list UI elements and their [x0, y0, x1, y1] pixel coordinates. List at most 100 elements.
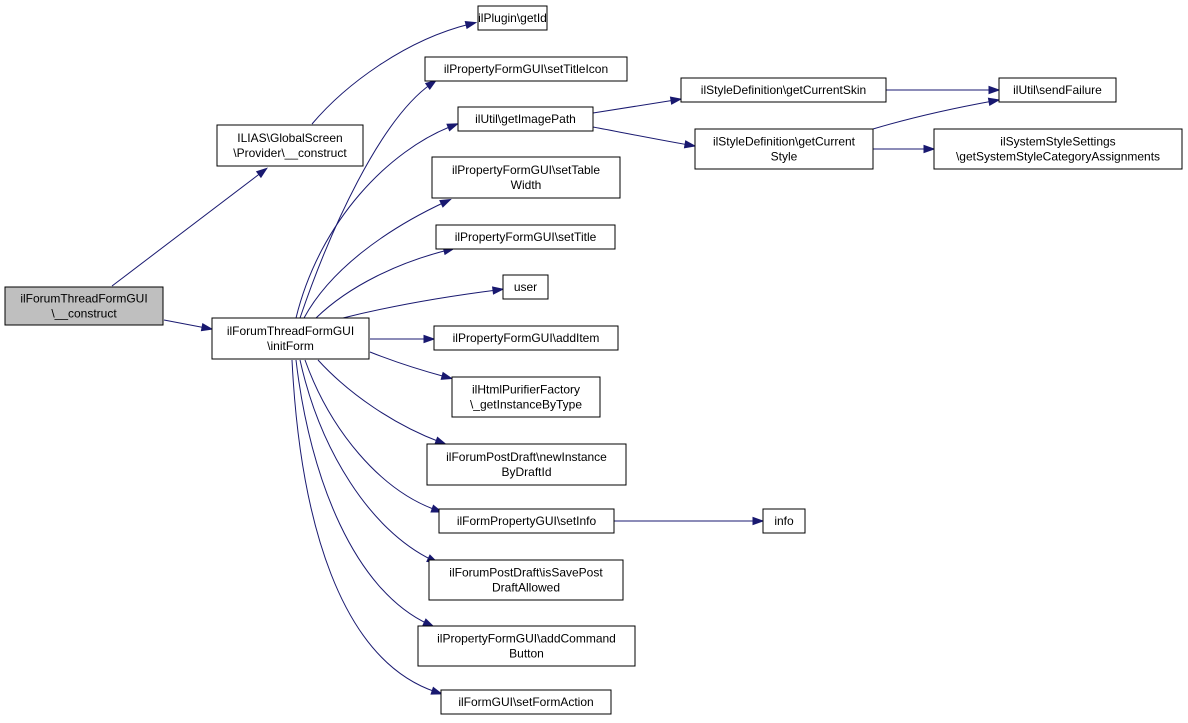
node-label: ilPropertyFormGUI\setTitleIcon [444, 62, 608, 76]
edge-getimagepath-to-getcurrentstyle [592, 126, 697, 149]
edge-getcurrentstyle-to-sendfailure [872, 97, 1001, 130]
node-plugin_getid[interactable]: ilPlugin\getId [477, 5, 548, 31]
arrowhead [446, 123, 460, 132]
node-box [998, 77, 1117, 103]
node-globalscreen_construct[interactable]: ILIAS\GlobalScreen\Provider\__construct [216, 124, 364, 167]
arrowhead [200, 323, 214, 332]
node-setinfo[interactable]: ilFormPropertyGUI\setInfo [438, 508, 615, 534]
node-label: \_getInstanceByType [470, 398, 582, 412]
edge-initform-to-user [342, 286, 505, 319]
node-sendfailure[interactable]: ilUtil\sendFailure [998, 77, 1117, 103]
node-label: ilPropertyFormGUI\addCommand [437, 632, 616, 646]
edge-line [295, 359, 429, 625]
edge-globalscreen_construct-to-plugin_getid [311, 20, 478, 125]
node-user[interactable]: user [502, 274, 549, 300]
edge-initform-to-additem [370, 334, 436, 344]
edge-forum_construct-to-initform [163, 319, 214, 332]
node-box [933, 128, 1183, 170]
node-label: ilSystemStyleSettings [1000, 135, 1115, 149]
node-additem[interactable]: ilPropertyFormGUI\addItem [433, 325, 619, 351]
node-label: ILIAS\GlobalScreen [237, 131, 342, 145]
node-forum_construct[interactable]: ilForumThreadFormGUI\__construct [4, 286, 164, 326]
arrowhead [464, 20, 478, 30]
node-label: user [514, 280, 537, 294]
node-settitleicon[interactable]: ilPropertyFormGUI\setTitleIcon [424, 56, 628, 82]
node-label: info [774, 514, 794, 528]
node-box [211, 317, 370, 360]
arrowhead [439, 198, 452, 208]
node-label: \initForm [267, 339, 314, 353]
node-label: ilForumThreadFormGUI [227, 324, 354, 338]
arrowhead [683, 140, 697, 149]
node-setformaction[interactable]: ilFormGUI\setFormAction [440, 689, 612, 715]
edges-layer [111, 20, 1001, 695]
node-box [426, 443, 627, 486]
node-box [216, 124, 364, 167]
arrowhead [669, 96, 683, 105]
arrowhead [434, 436, 448, 445]
node-label: ilUtil\getImagePath [475, 112, 576, 126]
node-label: ilPlugin\getId [478, 11, 547, 25]
edge-initform-to-addcommand [295, 359, 435, 628]
arrowhead [987, 97, 1001, 106]
arrowhead [422, 618, 435, 628]
node-label: ilStyleDefinition\getCurrent [713, 135, 856, 149]
node-label: ilPropertyFormGUI\addItem [453, 331, 600, 345]
edge-line [291, 359, 437, 693]
node-label: ilUtil\sendFailure [1013, 83, 1102, 97]
node-label: Width [511, 178, 542, 192]
edge-getcurrentskin-to-sendfailure [886, 85, 1001, 95]
node-info[interactable]: info [762, 508, 806, 534]
edge-line [295, 125, 453, 319]
node-label: \getSystemStyleCategoryAssignments [956, 150, 1160, 164]
node-label: ilForumThreadFormGUI [20, 292, 147, 306]
node-box [433, 325, 619, 351]
edge-getimagepath-to-getcurrentskin [592, 96, 683, 114]
node-box [417, 625, 636, 667]
node-getimagepath[interactable]: ilUtil\getImagePath [457, 106, 594, 132]
node-purifier[interactable]: ilHtmlPurifierFactory\_getInstanceByType [451, 376, 601, 418]
node-label: Button [509, 647, 544, 661]
node-syscat[interactable]: ilSystemStyleSettings\getSystemStyleCate… [933, 128, 1183, 170]
node-box [438, 508, 615, 534]
edge-setinfo-to-info [614, 516, 765, 526]
node-label: ilForumPostDraft\isSavePost [449, 566, 603, 580]
arrowhead [255, 167, 268, 179]
node-box [424, 56, 628, 82]
node-initform[interactable]: ilForumThreadFormGUI\initForm [211, 317, 370, 360]
arrowhead [492, 286, 505, 295]
node-box [440, 689, 612, 715]
node-label: ilFormPropertyGUI\setInfo [457, 514, 597, 528]
node-label: ByDraftId [501, 465, 551, 479]
node-getcurrentskin[interactable]: ilStyleDefinition\getCurrentSkin [680, 77, 887, 103]
node-box [502, 274, 549, 300]
node-settitle[interactable]: ilPropertyFormGUI\setTitle [435, 224, 616, 250]
edge-line [592, 126, 690, 146]
node-label: \Provider\__construct [233, 146, 347, 160]
node-box [435, 224, 616, 250]
arrowhead [752, 516, 765, 526]
node-label: ilPropertyFormGUI\setTitle [455, 230, 597, 244]
node-label: ilStyleDefinition\getCurrentSkin [701, 83, 866, 97]
edge-line [111, 171, 263, 287]
edge-initform-to-settitleicon [299, 79, 438, 319]
node-box [457, 106, 594, 132]
node-box [477, 5, 548, 31]
nodes-layer: ilForumThreadFormGUI\__construct ILIAS\Gl… [4, 5, 1183, 715]
node-box [451, 376, 601, 418]
edge-getcurrentstyle-to-syscat [873, 144, 936, 154]
edge-line [163, 319, 207, 329]
node-label: ilHtmlPurifierFactory [472, 383, 580, 397]
edge-initform-to-issavepost [299, 359, 439, 564]
arrowhead [988, 85, 1001, 95]
arrowhead [923, 144, 936, 154]
edge-line [342, 289, 498, 319]
edge-line [303, 201, 446, 319]
edge-forum_construct-to-globalscreen_construct [111, 167, 268, 287]
